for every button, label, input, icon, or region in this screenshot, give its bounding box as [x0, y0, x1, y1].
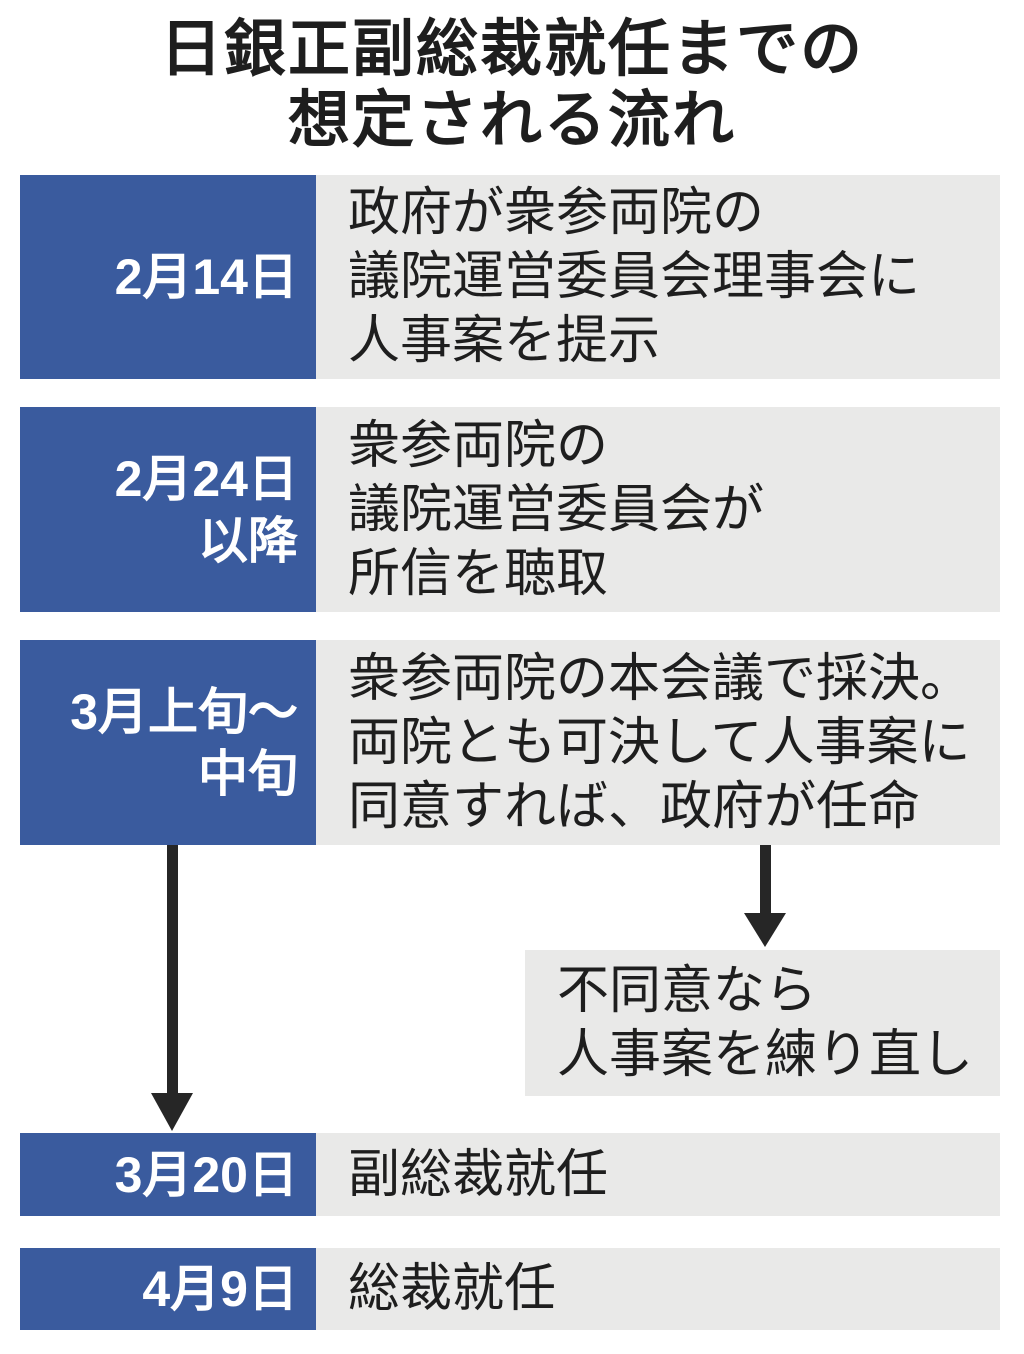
date-box: 2月14日	[20, 175, 316, 379]
date-box: 4月9日	[20, 1248, 316, 1330]
down-arrow-left-shaft	[167, 845, 178, 1095]
text-line: 人事案を提示	[348, 312, 661, 370]
down-arrow-left-head-icon	[151, 1093, 193, 1131]
date-line: 3月20日	[114, 1146, 298, 1203]
date-line: 以降	[198, 512, 298, 569]
text-line: 政府が衆参両院の	[348, 184, 765, 242]
text-line: 総裁就任	[348, 1260, 557, 1318]
text-line: 副総裁就任	[348, 1145, 609, 1204]
branch-box-disagreement: 不同意なら 人事案を練り直し	[525, 950, 1000, 1096]
text-line: 衆参両院の	[348, 416, 609, 475]
text-line: 議院運営委員会が	[348, 480, 765, 539]
step-text-box: 政府が衆参両院の 議院運営委員会理事会に 人事案を提示	[316, 175, 1000, 379]
step-text-box: 副総裁就任	[316, 1133, 1000, 1216]
date-box: 3月上旬〜 中旬	[20, 640, 316, 845]
page-title: 日銀正副総裁就任までの 想定される流れ	[0, 14, 1024, 156]
title-line-1: 日銀正副総裁就任までの	[159, 15, 864, 84]
timeline-row-feb24: 2月24日 以降 衆参両院の 議院運営委員会が 所信を聴取	[20, 407, 1000, 612]
date-box: 3月20日	[20, 1133, 316, 1216]
step-text-box: 衆参両院の 議院運営委員会が 所信を聴取	[316, 407, 1000, 612]
down-arrow-right-head-icon	[744, 913, 786, 947]
text-line: 不同意なら	[557, 962, 818, 1020]
date-box: 2月24日 以降	[20, 407, 316, 612]
down-arrow-right-shaft	[760, 845, 771, 915]
text-line: 議院運営委員会理事会に	[348, 248, 921, 306]
text-line: 人事案を練り直し	[557, 1026, 974, 1084]
date-line: 4月9日	[142, 1261, 298, 1317]
timeline-row-mar20: 3月20日 副総裁就任	[20, 1133, 1000, 1216]
timeline-row-feb14: 2月14日 政府が衆参両院の 議院運営委員会理事会に 人事案を提示	[20, 175, 1000, 379]
text-line: 両院とも可決して人事案に	[348, 713, 971, 772]
timeline-row-apr9: 4月9日 総裁就任	[20, 1248, 1000, 1330]
text-line: 同意すれば、政府が任命	[348, 777, 921, 836]
timeline-row-march: 3月上旬〜 中旬 衆参両院の本会議で採決。 両院とも可決して人事案に 同意すれば…	[20, 640, 1000, 845]
title-line-2: 想定される流れ	[287, 86, 736, 155]
text-line: 衆参両院の本会議で採決。	[348, 649, 973, 708]
date-line: 3月上旬〜	[70, 683, 298, 740]
date-line: 2月24日	[114, 450, 298, 507]
text-line: 所信を聴取	[348, 544, 609, 603]
date-line: 中旬	[198, 745, 298, 802]
step-text-box: 総裁就任	[316, 1248, 1000, 1330]
step-text-box: 衆参両院の本会議で採決。 両院とも可決して人事案に 同意すれば、政府が任命	[316, 640, 1000, 845]
date-line: 2月14日	[114, 249, 298, 305]
